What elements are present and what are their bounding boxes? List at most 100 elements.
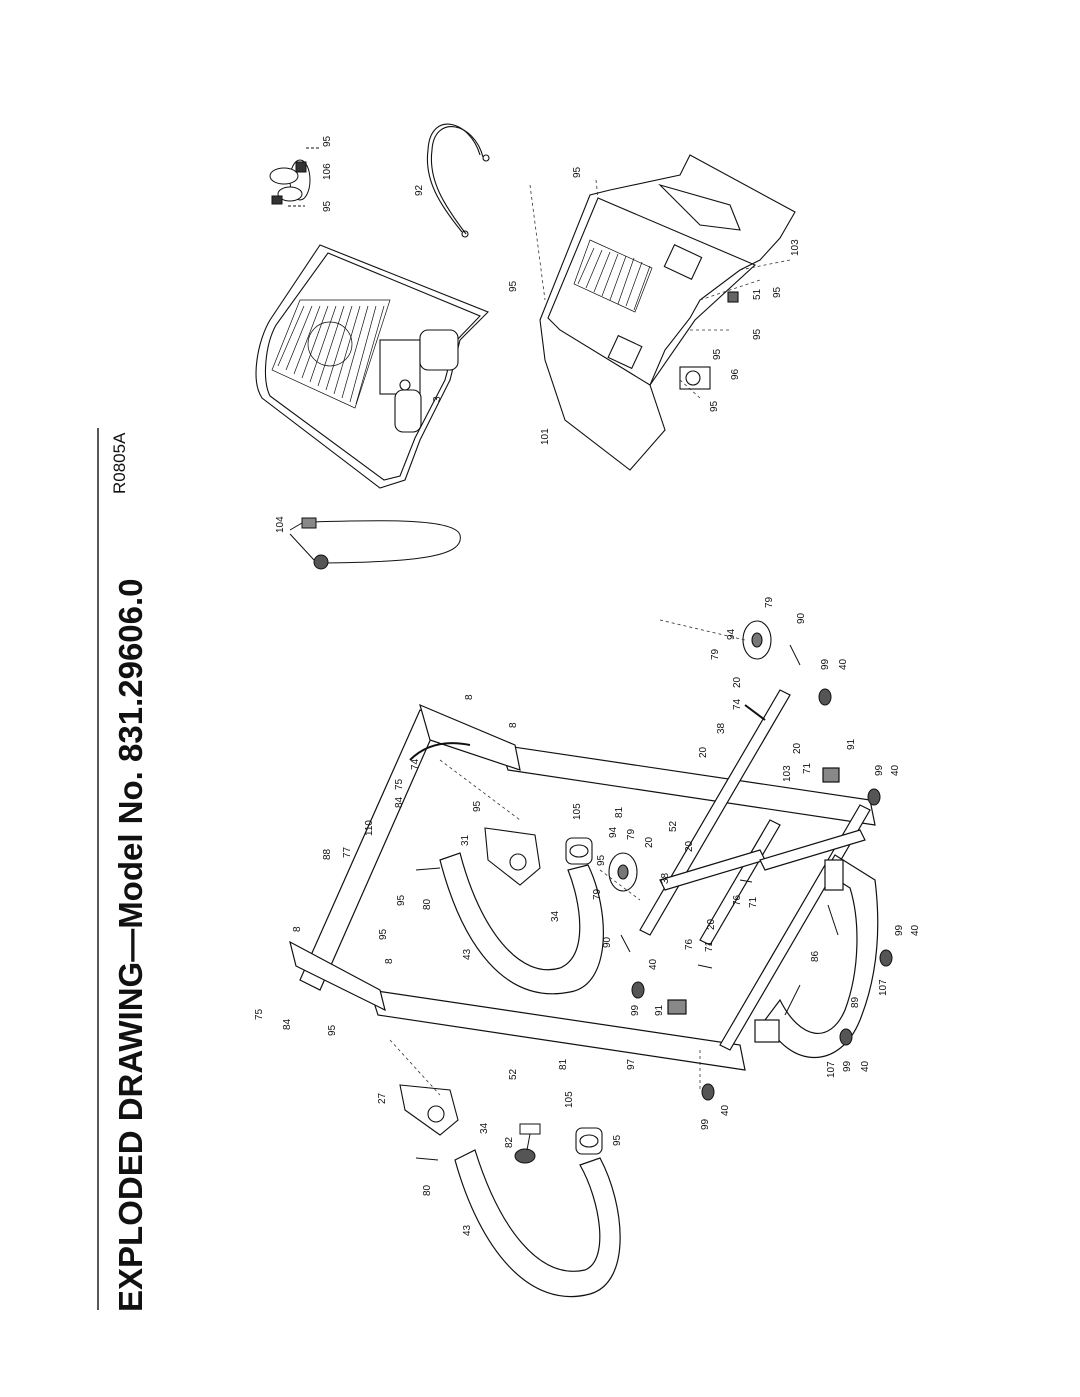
part-label: 97	[626, 1058, 637, 1070]
safety-key-104	[289, 517, 461, 570]
part-label: 27	[377, 1092, 388, 1104]
part-label: 94	[608, 826, 619, 838]
part-label: 79	[592, 888, 603, 900]
part-label: 96	[730, 368, 741, 380]
part-label: 95	[396, 894, 407, 906]
part-label: 99	[874, 764, 885, 776]
part-label: 95	[508, 280, 519, 292]
part-label: 95	[612, 1134, 623, 1146]
part-label: 51	[752, 288, 763, 300]
part-label: 3	[432, 396, 443, 402]
lower-console-101	[539, 154, 796, 471]
part-label: 92	[414, 184, 425, 196]
part-labels: 95 106 95 92 104 3 95 95 103 51 95 95 95…	[254, 135, 921, 1236]
part-label: 95	[322, 135, 333, 147]
part-label: 76	[732, 894, 743, 906]
part-label: 88	[322, 848, 333, 860]
part-label: 76	[684, 938, 695, 950]
part-label: 71	[748, 896, 759, 908]
part-label: 81	[558, 1058, 569, 1070]
part-label: 99	[820, 658, 831, 670]
handlebar-43-right	[439, 852, 604, 995]
part-label: 40	[838, 658, 849, 670]
part-label: 95	[709, 400, 720, 412]
part-label: 104	[275, 516, 286, 533]
part-label: 103	[790, 239, 801, 256]
part-label: 79	[710, 648, 721, 660]
part-label: 8	[464, 694, 475, 700]
part-label: 20	[706, 918, 717, 930]
upper-console-3	[255, 244, 489, 489]
cable-92	[426, 123, 490, 238]
part-label: 34	[479, 1122, 490, 1134]
part-label: 20	[698, 746, 709, 758]
part-label: 52	[668, 820, 679, 832]
part-label: 74	[732, 698, 743, 710]
part-label: 95	[772, 286, 783, 298]
part-label: 74	[410, 758, 421, 770]
part-label: 75	[394, 778, 405, 790]
part-label: 95	[472, 800, 483, 812]
part-label: 95	[752, 328, 763, 340]
part-label: 79	[626, 828, 637, 840]
part-label: 89	[850, 996, 861, 1008]
part-label: 80	[422, 1184, 433, 1196]
fan-assembly	[269, 147, 320, 207]
part-label: 20	[644, 836, 655, 848]
part-label: 82	[504, 1136, 515, 1148]
part-label: 38	[660, 872, 671, 884]
part-label: 8	[508, 722, 519, 728]
part-label: 90	[796, 612, 807, 624]
part-label: 107	[878, 979, 889, 996]
part-label: 71	[704, 940, 715, 952]
part-label: 95	[322, 200, 333, 212]
dashed-leaders	[389, 179, 791, 1096]
part-label: 95	[572, 166, 583, 178]
pivot-31	[484, 827, 541, 886]
part-label: 71	[802, 762, 813, 774]
part-label: 79	[764, 596, 775, 608]
bolts	[409, 644, 839, 1161]
part-label: 103	[782, 765, 793, 782]
part-label: 95	[712, 348, 723, 360]
part-label: 8	[292, 926, 303, 932]
knob-82	[514, 1123, 541, 1164]
part-label: 43	[462, 1224, 473, 1236]
frame-97	[289, 689, 879, 1071]
part-label: 20	[792, 742, 803, 754]
part-label: 31	[460, 834, 471, 846]
pivot-27	[399, 1084, 459, 1136]
part-label: 86	[810, 950, 821, 962]
console-speaker-grille	[271, 299, 391, 409]
part-label: 84	[394, 796, 405, 808]
part-label: 40	[648, 958, 659, 970]
part-label: 91	[846, 738, 857, 750]
part-label: 101	[540, 428, 551, 445]
part-label: 43	[462, 948, 473, 960]
part-label: 40	[890, 764, 901, 776]
part-label: 77	[342, 846, 353, 858]
handlebar-43-left	[454, 1149, 621, 1298]
lower-console-grille	[573, 239, 653, 313]
part-label: 52	[508, 1068, 519, 1080]
part-label: 80	[422, 898, 433, 910]
part-label: 38	[716, 722, 727, 734]
part-label: 105	[564, 1091, 575, 1108]
part-label: 20	[684, 840, 695, 852]
part-label: 95	[596, 854, 607, 866]
part-label: 99	[700, 1118, 711, 1130]
cups-105	[565, 837, 603, 1155]
part-label: 99	[630, 1004, 641, 1016]
part-label: 99	[894, 924, 905, 936]
part-label: 81	[614, 806, 625, 818]
part-label: 105	[572, 803, 583, 820]
part-label: 8	[384, 958, 395, 964]
part-label: 20	[732, 676, 743, 688]
part-label: 107	[826, 1061, 837, 1078]
part-label: 34	[550, 910, 561, 922]
levelers	[631, 688, 893, 1101]
part-label: 106	[322, 163, 333, 180]
part-label: 40	[720, 1104, 731, 1116]
part-label: 99	[842, 1060, 853, 1072]
